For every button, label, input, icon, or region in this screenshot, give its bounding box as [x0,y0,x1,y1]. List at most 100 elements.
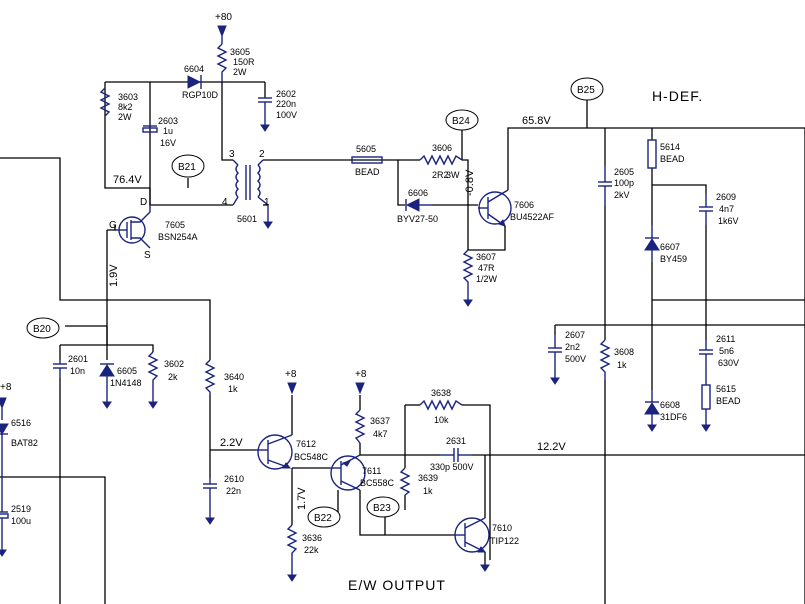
svg-text:3: 3 [229,149,235,160]
svg-text:1/2W: 1/2W [476,274,498,284]
svg-text:22k: 22k [304,545,319,555]
capacitor-2605: 2605 100p 2kV [598,165,634,205]
svg-text:B24: B24 [452,116,470,127]
svg-text:3638: 3638 [431,388,451,398]
svg-text:3W: 3W [446,170,460,180]
svg-text:BC548C: BC548C [294,452,329,462]
resistor-3640: 3640 1k [204,359,244,395]
voltage-76-4: 76.4V [113,174,142,186]
bubble-b23: B23 [366,496,400,518]
svg-text:47R: 47R [478,263,495,273]
svg-text:7611: 7611 [362,466,381,476]
svg-text:100V: 100V [276,110,297,120]
svg-text:BEAD: BEAD [660,154,685,164]
capacitor-2601: 2601 10n [53,354,88,378]
svg-text:3603: 3603 [118,92,138,102]
svg-text:3608: 3608 [614,347,634,357]
svg-text:6604: 6604 [184,64,204,74]
bubble-b22: B22 [307,506,341,528]
svg-text:2610: 2610 [224,474,244,484]
svg-text:150R: 150R [233,57,255,67]
svg-text:2607: 2607 [565,330,585,340]
svg-text:5614: 5614 [660,142,680,152]
svg-text:7612: 7612 [296,439,316,449]
svg-text:3639: 3639 [418,473,438,483]
capacitor-2602: 2602 220n 100V [258,89,297,132]
bead-5614: 5614 BEAD [647,139,685,169]
svg-text:3605: 3605 [230,47,250,57]
capacitor-2603: 2603 1u 16V [142,116,178,148]
output-label: E/W OUTPUT [348,577,446,593]
diode-6606: 6606 BYV27-50 [397,188,438,224]
svg-text:7610: 7610 [492,523,512,533]
svg-text:2605: 2605 [614,167,634,177]
svg-text:330p 500V: 330p 500V [430,462,474,472]
svg-text:2603: 2603 [158,116,178,126]
transistor-7606: 7606 BU4522AF [468,189,555,251]
svg-text:1u: 1u [163,126,173,136]
capacitor-2611: 2611 5n6 630V [699,334,739,385]
bead-5605: 5605 BEAD [351,144,383,177]
svg-text:5601: 5601 [237,214,257,224]
resistor-3606: 3606 2R2 3W [419,143,463,180]
svg-text:16V: 16V [160,138,176,148]
svg-text:10n: 10n [70,366,85,376]
svg-text:2n2: 2n2 [565,342,580,352]
voltage-12-2: 12.2V [537,441,566,453]
resistor-3638: 3638 10k [419,388,463,425]
svg-text:G: G [109,220,117,231]
svg-text:2519: 2519 [11,504,31,514]
svg-text:3607: 3607 [476,252,496,262]
svg-text:2609: 2609 [716,192,736,202]
svg-text:3637: 3637 [370,416,390,426]
section-label: H-DEF. [652,88,703,104]
svg-text:1k: 1k [617,360,627,370]
svg-text:500V: 500V [565,354,586,364]
svg-text:4n7: 4n7 [719,204,734,214]
svg-text:BEAD: BEAD [716,396,741,406]
svg-text:+8: +8 [0,382,12,393]
svg-text:31DF6: 31DF6 [660,412,687,422]
bubble-b21: B21 [171,154,205,178]
svg-text:BC558C: BC558C [360,478,395,488]
svg-text:1: 1 [264,197,270,208]
resistor-3605: 3605 150R 2W [216,43,255,82]
svg-text:B21: B21 [178,162,196,173]
capacitor-2631: 2631 330p 500V [430,436,474,472]
svg-text:6607: 6607 [660,242,680,252]
diode-6605: 6605 1N4148 [99,363,142,409]
svg-text:2602: 2602 [276,89,296,99]
svg-text:7606: 7606 [514,200,534,210]
svg-text:1k: 1k [423,486,433,496]
svg-text:3640: 3640 [224,372,244,382]
svg-text:6516: 6516 [11,418,31,428]
resistor-3637: 3637 4k7 [354,409,390,444]
supply-plus8-mid: +8 +8 [285,369,367,395]
svg-text:1k: 1k [228,384,238,394]
bubble-b25: B25 [570,77,604,101]
svg-text:2W: 2W [118,112,132,122]
svg-text:5605: 5605 [356,144,376,154]
svg-text:+8: +8 [285,369,297,380]
diode-6607: 6607 BY459 [644,225,687,264]
capacitor-2519: 2519 100u [0,477,31,557]
resistor-3607: 3607 47R 1/2W [462,249,498,307]
voltage-neg-0-8: -0.8V [464,169,476,196]
svg-text:3602: 3602 [164,359,184,369]
svg-text:2R2: 2R2 [432,170,449,180]
svg-text:5n6: 5n6 [719,346,734,356]
svg-text:7605: 7605 [165,220,185,230]
resistor-3603: 3603 8k2 2W [99,87,138,122]
transistor-7611: 7611 BC558C [330,454,395,491]
voltage-65-8: 65.8V [522,115,551,127]
svg-text:B23: B23 [373,503,391,514]
svg-text:2611: 2611 [716,334,735,344]
svg-text:2W: 2W [233,67,247,77]
resistor-3636: 3636 22k [286,524,322,582]
svg-text:BY459: BY459 [660,254,687,264]
svg-text:TIP122: TIP122 [490,536,519,546]
svg-text:6606: 6606 [408,188,428,198]
svg-text:BEAD: BEAD [355,167,380,177]
svg-text:BU4522AF: BU4522AF [510,212,555,222]
